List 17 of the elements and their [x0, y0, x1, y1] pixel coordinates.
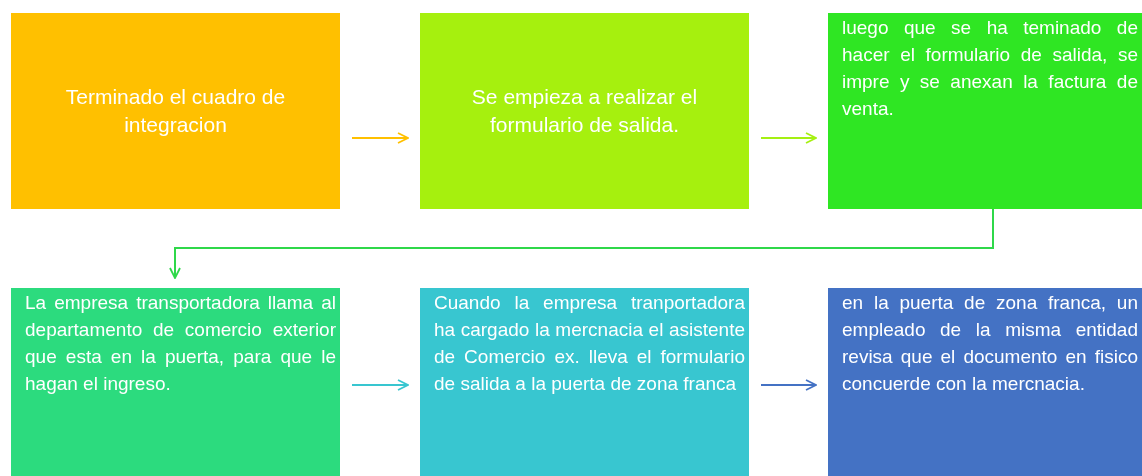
process-box — [420, 13, 749, 209]
arrow — [760, 379, 817, 391]
step-text: La empresa transportadora llama al departamento de comercio exterior que esta en la puerta, para que le hagan el ingreso. — [25, 291, 336, 396]
arrow — [351, 379, 409, 391]
process-box — [11, 288, 340, 476]
step-text: en la puerta de zona franca, un empleado de la misma entidad revisa que el documento en fisico concuerde con la mercnacia. — [842, 291, 1138, 396]
step-text: Cuando la empresa tranportadora ha cargado la mercnacia el asistente de Comercio ex. lleva el formulario de salida a la puerta de zona franca — [434, 291, 745, 396]
process-box — [828, 288, 1142, 476]
arrow — [351, 132, 409, 144]
arrow — [760, 132, 817, 144]
process-box — [828, 13, 1142, 209]
step-text: Se empieza a realizar el formulario de salida. — [470, 84, 699, 138]
arrow — [169, 208, 994, 279]
step-text: Terminado el cuadro de integracion — [64, 84, 287, 138]
process-box — [420, 288, 749, 476]
process-box — [11, 13, 340, 209]
step-text: luego que se ha teminado de hacer el formulario de salida, se impre y se anexan la factura de venta. — [842, 16, 1138, 121]
